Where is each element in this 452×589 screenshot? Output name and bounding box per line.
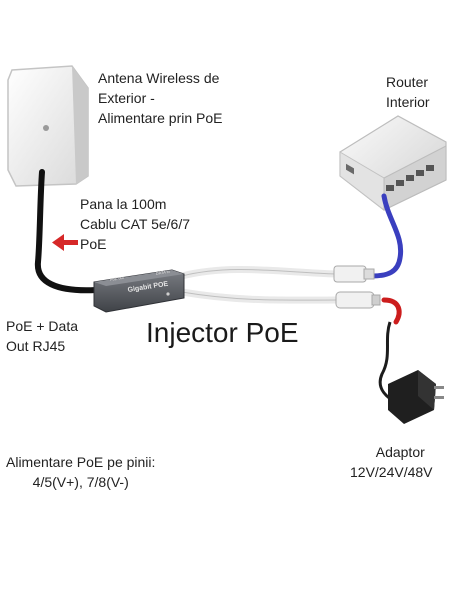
injector-led-icon xyxy=(166,292,170,296)
injector-port-left-text: PoE out xyxy=(109,275,125,282)
antenna-label: Antena Wireless de Exterior - Alimentare… xyxy=(98,68,223,128)
adaptor-label: Adaptor 12V/24V/48V xyxy=(350,442,433,482)
router-label: Router Interior xyxy=(386,72,430,112)
router-port xyxy=(396,180,404,186)
outdoor-antenna xyxy=(7,65,89,187)
poe-data-out-label: PoE + Data Out RJ45 xyxy=(6,316,78,356)
rj45-connector xyxy=(333,265,375,283)
adaptor-label-line: Adaptor xyxy=(375,444,425,460)
router-port xyxy=(426,165,434,171)
poe-data-out-line: Out RJ45 xyxy=(6,338,66,354)
router-port xyxy=(416,170,424,176)
cable-label-line: PoE xyxy=(80,236,107,252)
router-port xyxy=(406,175,414,181)
pinout-label-line: Alimentare PoE pe pinii: xyxy=(6,454,156,470)
black-cable xyxy=(34,169,99,294)
cable-label: Pana la 100m Cablu CAT 5e/6/7 PoE xyxy=(80,194,190,254)
red-cable xyxy=(381,297,402,325)
white-cable-power xyxy=(178,288,344,304)
antenna-label-line: Alimentare prin PoE xyxy=(98,110,223,126)
pinout-label-line: 4/5(V+), 7/8(V-) xyxy=(32,474,129,490)
injector-port-right-text: DATA in xyxy=(155,269,170,276)
power-adaptor xyxy=(388,370,444,424)
antenna-logo-icon xyxy=(43,125,49,131)
injector-title: Injector PoE xyxy=(146,317,299,348)
antenna-label-line: Exterior - xyxy=(98,90,155,106)
pinout-label: Alimentare PoE pe pinii: 4/5(V+), 7/8(V-… xyxy=(6,452,155,492)
white-cable-power-outline xyxy=(181,291,341,301)
poe-injector: Gigabit POE PoE out DATA in xyxy=(93,269,185,313)
dc-plug xyxy=(335,291,381,309)
poe-direction-arrow-icon xyxy=(52,234,78,251)
cable-label-line: Cablu CAT 5e/6/7 xyxy=(80,216,190,232)
adaptor-label-line: 12V/24V/48V xyxy=(350,464,433,480)
router-label-line: Router xyxy=(386,74,429,90)
router-port xyxy=(386,185,394,191)
antenna-label-line: Antena Wireless de xyxy=(98,70,220,86)
router-label-line: Interior xyxy=(386,94,430,110)
adaptor-cable xyxy=(378,321,393,402)
white-cable-data-outline xyxy=(181,269,337,277)
cable-label-line: Pana la 100m xyxy=(80,196,167,212)
poe-data-out-line: PoE + Data xyxy=(6,318,78,334)
blue-cable xyxy=(369,193,404,279)
indoor-router xyxy=(339,115,447,212)
